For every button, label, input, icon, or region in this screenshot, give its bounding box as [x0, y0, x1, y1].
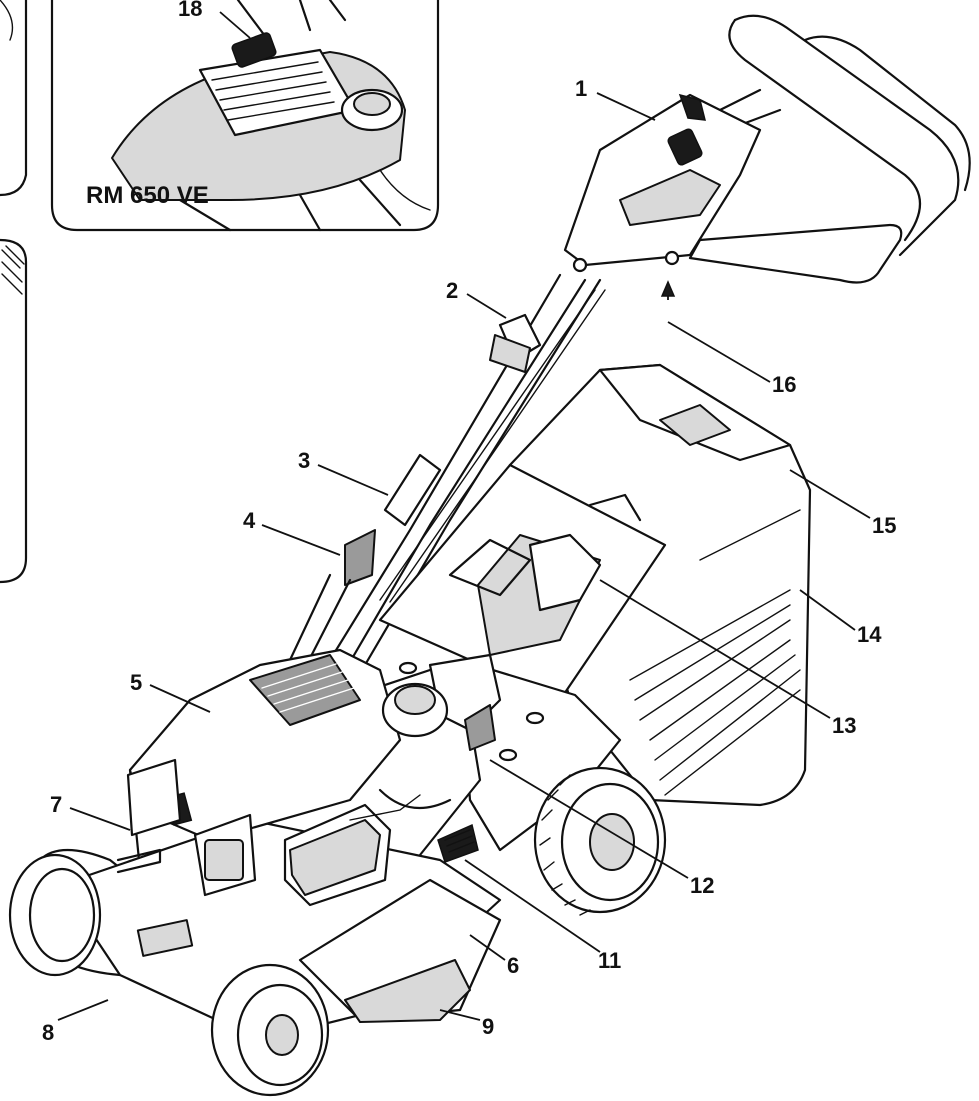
callout-6: 6: [507, 953, 519, 978]
callout-2: 2: [446, 278, 458, 303]
callout-14: 14: [857, 622, 882, 647]
wheels: [8, 766, 667, 1097]
callout-4: 4: [243, 508, 256, 533]
callout-labels: 1 2 3 4 5 6 7 8 9 11 12 13 14 15 16 18: [42, 0, 896, 1045]
engine: [116, 648, 452, 907]
leader-lines: [57, 11, 871, 1021]
callout-8: 8: [42, 1020, 54, 1045]
callout-9: 9: [482, 1014, 494, 1039]
callout-13: 13: [832, 713, 856, 738]
callout-11: 11: [598, 948, 621, 973]
callout-12: 12: [690, 873, 714, 898]
handle-assembly: [563, 14, 971, 300]
inset-panel: RM 650 VE: [50, 0, 440, 232]
callout-5: 5: [130, 670, 142, 695]
callout-16: 16: [772, 372, 796, 397]
callout-7: 7: [50, 792, 62, 817]
callout-18: 18: [178, 0, 202, 21]
grass-catcher: [378, 363, 812, 807]
left-cropped-panels: [0, 0, 28, 584]
callout-15: 15: [872, 513, 896, 538]
callout-1: 1: [575, 76, 587, 101]
inset-model-label: RM 650 VE: [86, 182, 209, 209]
callout-3: 3: [298, 448, 310, 473]
